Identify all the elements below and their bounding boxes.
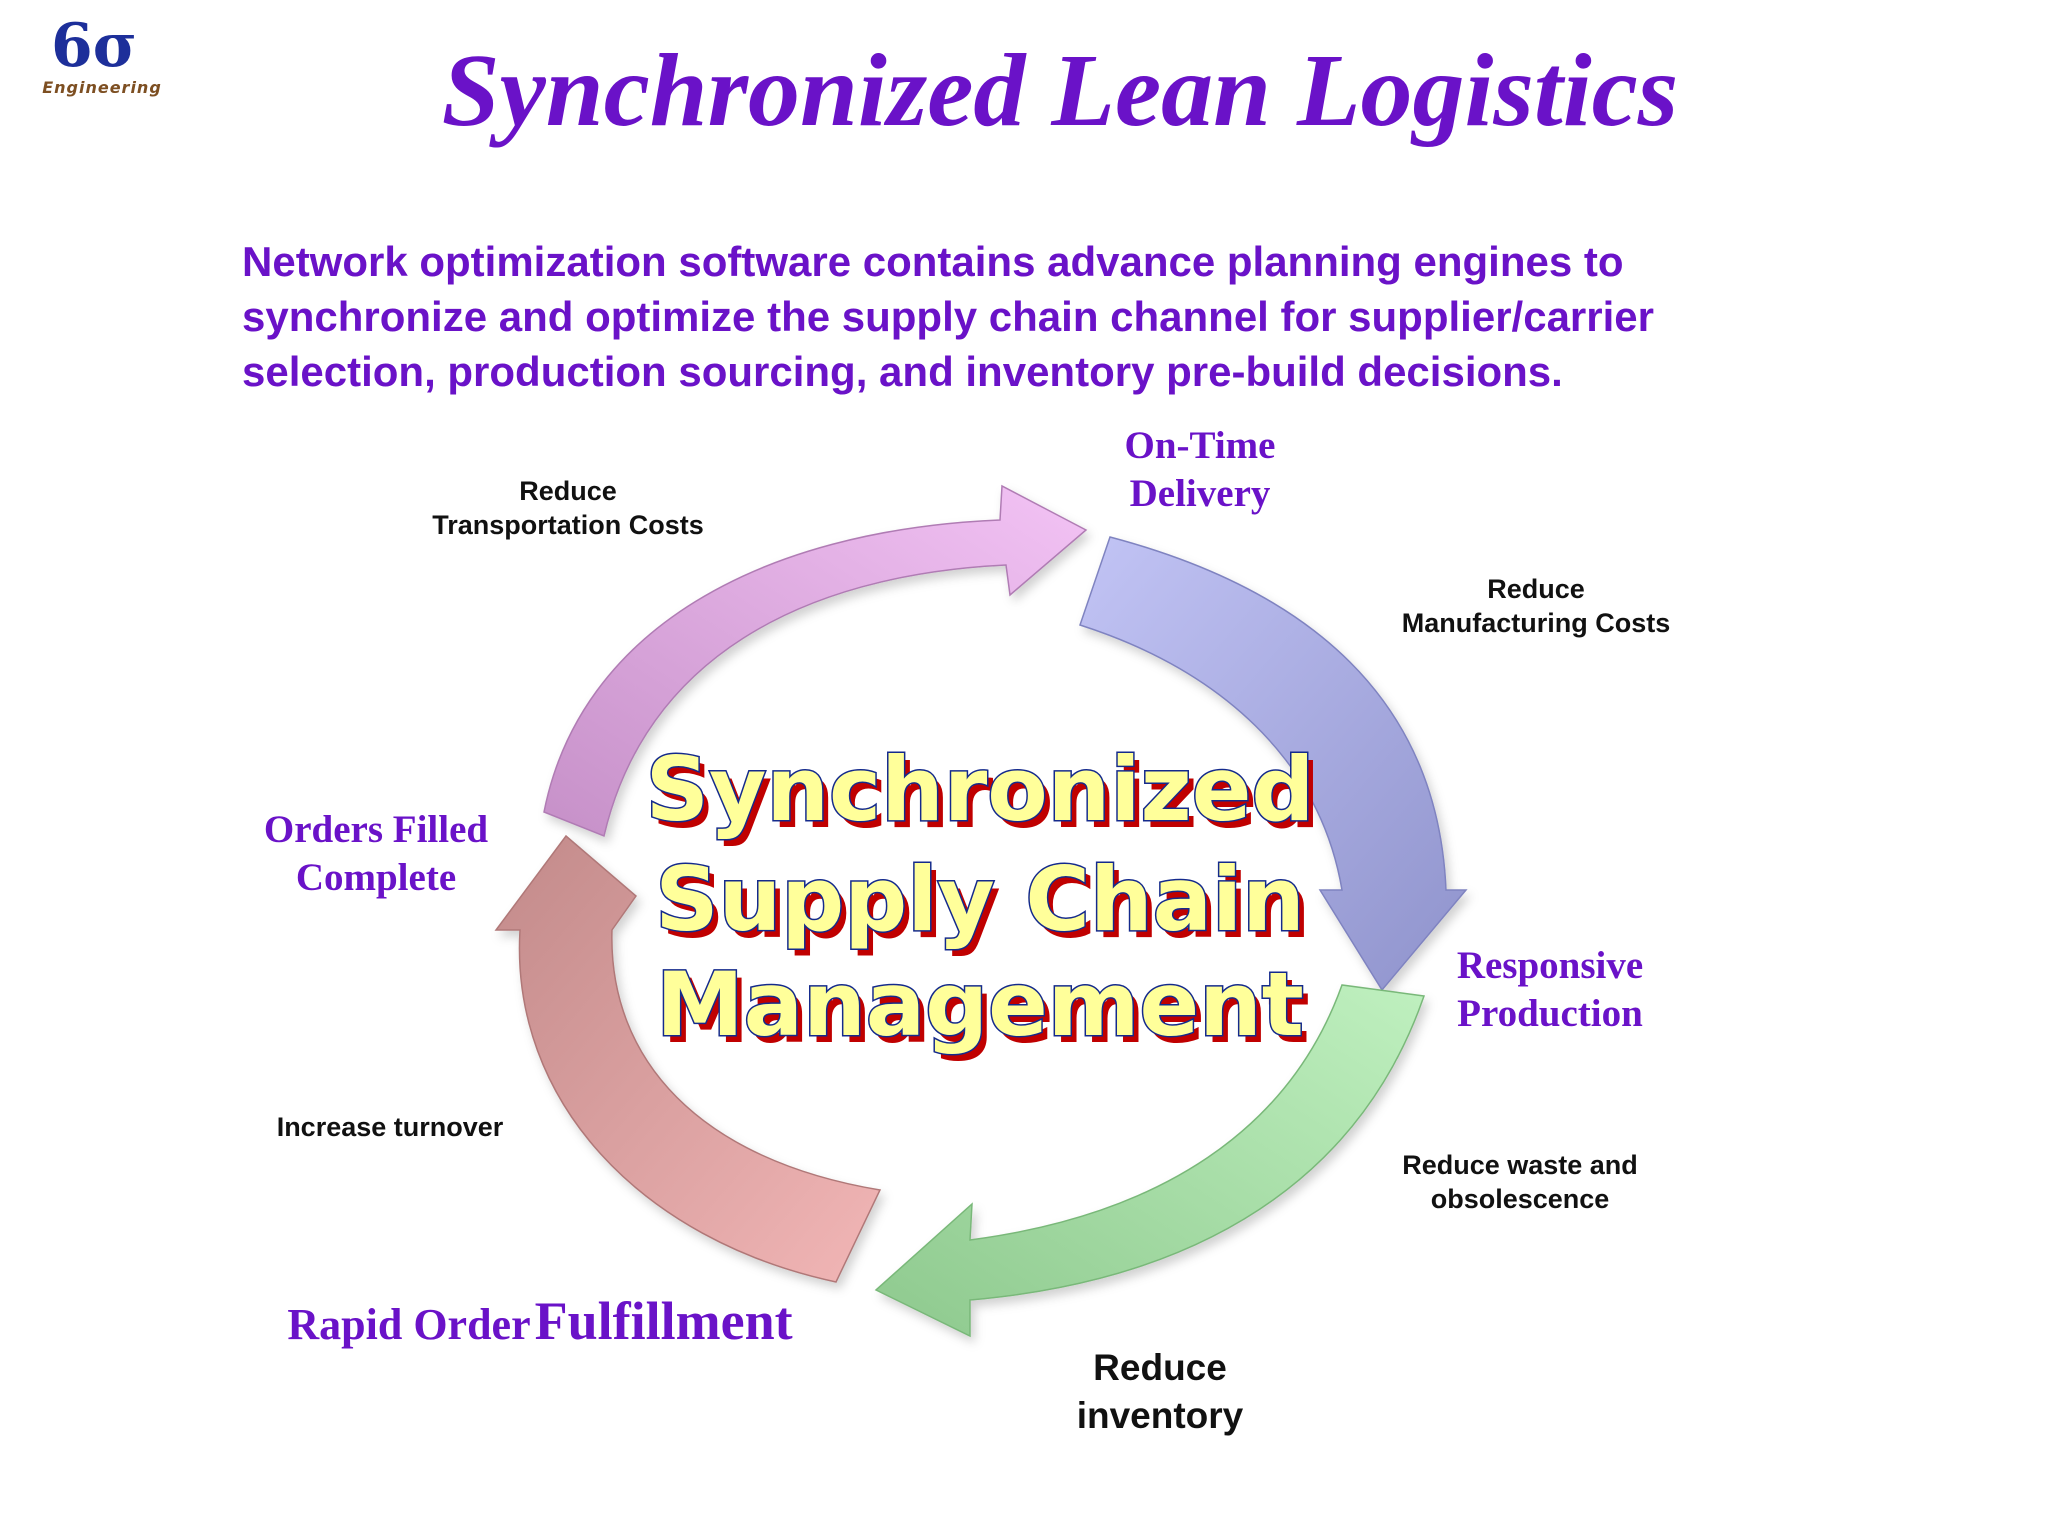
stage-responsive-production: Responsive Production <box>1430 942 1670 1038</box>
center-line: Management <box>656 953 1304 1056</box>
stage-label: Complete <box>295 856 457 899</box>
benefit-line: Transportation Costs <box>432 510 704 540</box>
benefit-line: Reduce waste and <box>1402 1150 1638 1180</box>
intro-line: synchronize and optimize the supply chai… <box>242 293 1654 340</box>
stage-label: On-Time <box>1124 424 1276 467</box>
intro-line: selection, production sourcing, and inve… <box>242 348 1563 395</box>
benefit-turnover: Increase turnover <box>250 1110 530 1144</box>
stage-label: Orders Filled <box>263 808 489 851</box>
arrow-waste <box>874 984 1426 1338</box>
center-line: Synchronized <box>646 738 1315 841</box>
intro-line: Network optimization software contains a… <box>242 238 1624 285</box>
arrow-manufacturing <box>1079 536 1468 992</box>
logo-subtitle: Engineering <box>42 78 162 97</box>
arrow-transportation <box>543 484 1088 838</box>
intro-paragraph: Network optimization software contains a… <box>242 234 1882 399</box>
center-line-shadow: Management <box>662 960 1310 1063</box>
benefit-line: obsolescence <box>1430 1184 1610 1214</box>
stage-orders-filled: Orders Filled Complete <box>236 806 516 902</box>
center-line-shadow: Supply Chain <box>661 855 1311 958</box>
benefit-line: Increase turnover <box>276 1112 504 1142</box>
logo-mark: 6σ <box>51 11 137 81</box>
stage-label: Responsive <box>1456 944 1644 987</box>
benefit-waste: Reduce waste and obsolescence <box>1370 1148 1670 1216</box>
center-line: Supply Chain <box>655 848 1305 951</box>
center-line-shadow: Synchronized <box>652 745 1321 848</box>
stage-on-time-delivery: On-Time Delivery <box>1080 422 1320 518</box>
center-title: Synchronized Synchronized Supply Chain S… <box>644 737 1321 1064</box>
stage-label: Delivery <box>1129 472 1271 515</box>
stage-label: Production <box>1457 992 1643 1035</box>
stage-rapid-order-fulfillment: Rapid Order Fulfillment <box>200 1290 880 1352</box>
benefit-inventory: Reduce inventory <box>1030 1344 1290 1440</box>
page-title: Synchronized Lean Logistics <box>441 33 1679 148</box>
benefit-line: Manufacturing Costs <box>1401 608 1671 638</box>
benefit-line: Reduce <box>519 476 617 506</box>
stage-label: Fulfillment <box>534 1291 793 1351</box>
benefit-manufacturing: Reduce Manufacturing Costs <box>1376 572 1696 640</box>
benefit-line: Reduce <box>1093 1347 1227 1388</box>
benefit-line: Reduce <box>1487 574 1585 604</box>
benefit-line: inventory <box>1076 1395 1244 1436</box>
benefit-transportation: Reduce Transportation Costs <box>398 474 738 542</box>
arrow-turnover <box>494 834 882 1283</box>
stage-label: Rapid Order <box>287 1300 531 1349</box>
